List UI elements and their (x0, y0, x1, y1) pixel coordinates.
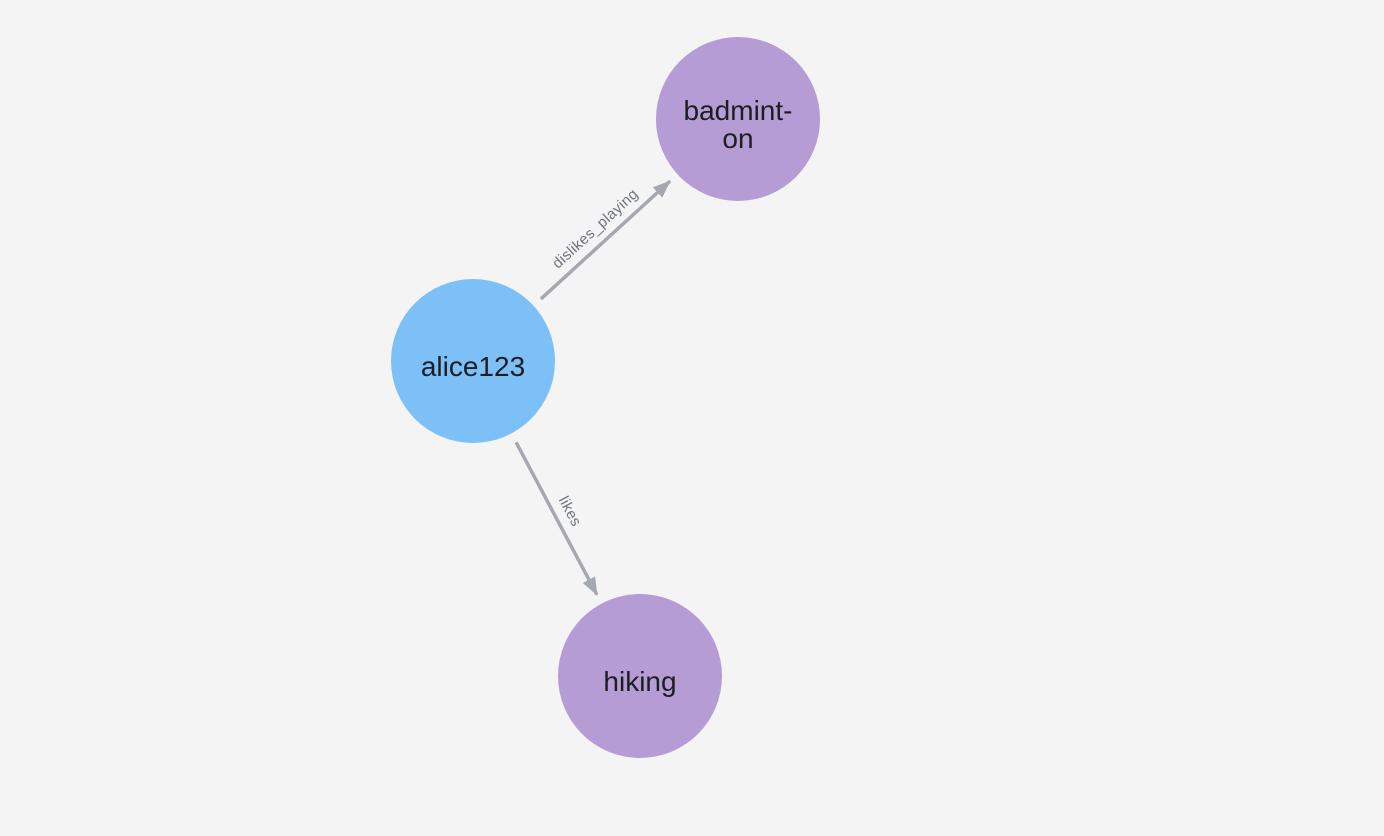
node-label-alice123: alice123 (421, 351, 525, 382)
node-label-line: hiking (603, 666, 676, 697)
edge-line-likes[interactable] (514, 441, 599, 596)
edge-line-dislikes-playing[interactable] (539, 179, 672, 301)
node-label-hiking: hiking (603, 666, 676, 697)
node-label-line: on (722, 123, 753, 154)
node-label-badminton: badmint-on (684, 95, 793, 154)
node-hiking[interactable]: hiking (558, 594, 722, 758)
node-badminton[interactable]: badmint-on (656, 37, 820, 201)
node-circle-hiking[interactable] (558, 594, 722, 758)
node-label-line: alice123 (421, 351, 525, 382)
node-circle-alice123[interactable] (391, 279, 555, 443)
node-label-line: badmint- (684, 95, 793, 126)
node-circle-badminton[interactable] (656, 37, 820, 201)
node-alice123[interactable]: alice123 (391, 279, 555, 443)
